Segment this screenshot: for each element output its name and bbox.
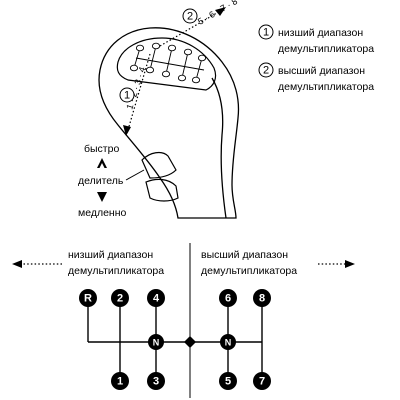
arrow2-marker: 2 (182, 8, 198, 24)
high-gear-sequence: 5 · 6 · 7 · 8 (196, 0, 239, 27)
legend-2-line1: высший диапазон (278, 65, 365, 77)
gear-knob (98, 27, 240, 219)
splitter-lever-lower (145, 178, 179, 202)
legend-2-line2: демультипликатора (278, 81, 374, 93)
splitter-fast-label: быстро (84, 143, 119, 155)
gear-node-1 (111, 372, 129, 390)
left-range-line2: демультипликатора (68, 265, 164, 277)
arrow1-number: 1 (124, 90, 130, 102)
neutral-label-right: N (225, 338, 232, 348)
splitter-label: делитель (78, 175, 124, 187)
gear-label-1: 1 (117, 376, 123, 388)
legend-2-number: 2 (263, 65, 269, 77)
splitter-indicator: быстро делитель медленно (78, 143, 145, 219)
gear-node-3 (147, 372, 165, 390)
gear-node-7 (253, 372, 271, 390)
legend-1-line2: демультипликатора (278, 43, 374, 55)
right-range-line2: демультипликатора (201, 265, 297, 277)
legend-1-marker (258, 24, 274, 40)
gear-label-3: 3 (153, 376, 159, 388)
right-range-line1: высший диапазон (201, 249, 288, 261)
gate-lines (87, 298, 263, 381)
gear-label-8: 8 (259, 293, 265, 305)
gear-label-7: 7 (259, 376, 265, 388)
gear-node-5 (219, 372, 237, 390)
splitter-lever (141, 151, 177, 179)
legend-1-line1: низший диапазон (278, 27, 363, 39)
bottom-gears: 1 3 5 7 (111, 372, 271, 390)
legend: 1 низший диапазон демультипликатора 2 вы… (258, 24, 374, 93)
gear-node-8 (253, 289, 271, 307)
neutral-label-left: N (153, 338, 160, 348)
neutral-nodes: N N (148, 334, 236, 350)
gear-label-2: 2 (117, 293, 123, 305)
knob-outline (98, 27, 240, 219)
left-range-arrow (12, 260, 62, 268)
gear-node-4 (147, 289, 165, 307)
arrow2-number: 2 (187, 11, 193, 23)
gear-label-4: 4 (153, 293, 160, 305)
center-diamond (184, 336, 196, 348)
neutral-node-left (148, 334, 164, 350)
splitter-down-arrow (97, 192, 107, 202)
top-gears: R 2 4 6 8 (79, 289, 271, 307)
left-range-line1: низший диапазон (68, 249, 153, 261)
splitter-slow-label: медленно (78, 207, 127, 219)
gear-label-R: R (84, 293, 92, 305)
gear-node-R (79, 289, 97, 307)
gear-node-6 (219, 289, 237, 307)
range-labels: низший диапазон демультипликатора высший… (68, 249, 297, 277)
right-range-arrow (318, 260, 355, 268)
gear-label-6: 6 (225, 293, 231, 305)
legend-1-number: 1 (263, 27, 269, 39)
arrow1-marker: 1 (119, 87, 135, 103)
knob-top-panel (116, 37, 217, 91)
gear-node-2 (111, 289, 129, 307)
neutral-node-right (220, 334, 236, 350)
knob-mini-pattern (129, 42, 207, 84)
gear-label-5: 5 (225, 376, 231, 388)
knob-inner-line (211, 77, 227, 219)
legend-2-marker (258, 62, 274, 78)
